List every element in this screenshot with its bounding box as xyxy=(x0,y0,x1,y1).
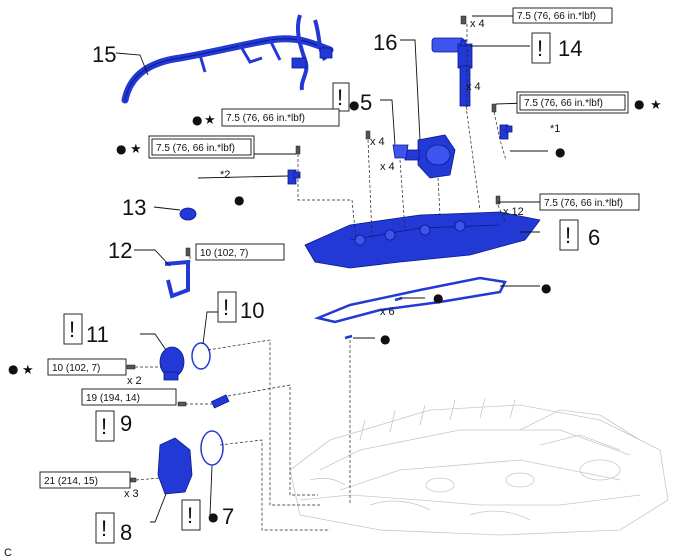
part-number-15: 15 xyxy=(92,42,116,67)
svg-text:10 (102, 7): 10 (102, 7) xyxy=(200,248,248,259)
note-label-1: *1 xyxy=(550,123,560,135)
svg-text:10 (102, 7): 10 (102, 7) xyxy=(52,363,100,374)
cover-gasket-part xyxy=(313,276,507,340)
part-number-16: 16 xyxy=(373,30,397,55)
svg-text:7.5 (76, 66 in.*lbf): 7.5 (76, 66 in.*lbf) xyxy=(156,143,235,154)
caution-box-8: ! xyxy=(95,512,115,544)
leader-lines xyxy=(115,15,559,523)
part-number-10: 10 xyxy=(240,298,264,323)
caution-box-5: ! xyxy=(332,82,350,112)
star-marker: ★ xyxy=(650,98,662,113)
svg-text:7.5 (76, 66 in.*lbf): 7.5 (76, 66 in.*lbf) xyxy=(517,11,596,22)
figure-code: C xyxy=(4,547,12,559)
part-number-13: 13 xyxy=(122,195,146,220)
sensor-1-part xyxy=(491,103,513,140)
star-marker: ★ xyxy=(130,142,142,157)
part-number-11: 11 xyxy=(86,322,109,347)
o-ring-7-part xyxy=(200,430,224,466)
caution-box-14: ! xyxy=(531,32,551,64)
dot-marker: ● xyxy=(8,362,18,376)
part-number-12: 12 xyxy=(108,238,132,263)
svg-text:!: ! xyxy=(101,414,107,439)
qty-bracket5-bolt: x 4 xyxy=(370,136,385,148)
svg-text:7.5 (76, 66 in.*lbf): 7.5 (76, 66 in.*lbf) xyxy=(544,198,623,209)
ignition-coil-part xyxy=(431,15,473,107)
caution-box-6: ! xyxy=(559,219,579,251)
dot-marker: ● xyxy=(234,193,244,207)
caution-box-9: ! xyxy=(95,410,115,442)
o-ring-10-part xyxy=(191,342,211,370)
svg-text:!: ! xyxy=(187,503,193,528)
caution-box-10: ! xyxy=(217,291,237,323)
torque-box-sensor9: 19 (194, 14) xyxy=(81,388,177,406)
torque-box-coil: 7.5 (76, 66 in.*lbf) xyxy=(512,7,613,24)
caution-box-7: ! xyxy=(181,499,201,531)
sensor-2-part xyxy=(287,145,301,185)
clamp-12-part xyxy=(164,247,191,299)
qty-coil: x 4 xyxy=(466,81,481,93)
svg-text:19 (194, 14): 19 (194, 14) xyxy=(86,393,140,404)
dot-marker: ● xyxy=(555,145,565,159)
svg-text:7.5 (76, 66 in.*lbf): 7.5 (76, 66 in.*lbf) xyxy=(226,113,305,124)
svg-text:!: ! xyxy=(565,223,571,248)
vvt-assembly-part xyxy=(404,134,456,179)
dot-marker: ● xyxy=(541,281,551,295)
part-number-7: 7 xyxy=(222,504,234,529)
assembly-guide-lines xyxy=(135,24,507,531)
bracket-5-part xyxy=(365,130,409,159)
dot-marker: ● xyxy=(116,142,126,156)
note-label-2: *2 xyxy=(220,169,230,181)
svg-text:!: ! xyxy=(337,85,343,110)
engine-block-illustration xyxy=(289,397,669,536)
pump-8-part xyxy=(127,437,193,495)
star-marker: ★ xyxy=(22,363,34,378)
dot-marker: ● xyxy=(349,98,359,112)
qty-cover-bolt: x 12 xyxy=(503,206,524,218)
qty-bracket5: x 4 xyxy=(380,161,395,173)
svg-text:7.5 (76, 66 in.*lbf): 7.5 (76, 66 in.*lbf) xyxy=(524,98,603,109)
torque-box-pump8: 21 (214, 15) xyxy=(39,471,131,489)
torque-box-sensor2: 7.5 (76, 66 in.*lbf) xyxy=(148,135,255,159)
wire-harness-part xyxy=(121,14,334,104)
svg-text:!: ! xyxy=(69,317,75,342)
dot-marker: ● xyxy=(192,113,202,127)
dot-marker: ● xyxy=(634,97,644,111)
torque-box-sensor1: 7.5 (76, 66 in.*lbf) xyxy=(516,91,629,114)
part-number-14: 14 xyxy=(558,36,582,61)
svg-text:!: ! xyxy=(537,36,543,61)
star-marker: ★ xyxy=(204,113,216,128)
svg-text:!: ! xyxy=(223,295,229,320)
part-number-8: 8 xyxy=(120,520,132,545)
dot-marker: ● xyxy=(433,291,443,305)
svg-text:!: ! xyxy=(101,516,107,541)
torque-box-bracket5: 7.5 (76, 66 in.*lbf) xyxy=(221,108,340,127)
dot-marker: ● xyxy=(380,332,390,346)
qty-coil-bolt: x 4 xyxy=(470,18,485,30)
torque-box-housing11: 10 (102, 7) xyxy=(47,358,127,376)
part-number-5: 5 xyxy=(360,90,372,115)
housing-11-part xyxy=(126,346,185,381)
sensor-9-part xyxy=(177,394,230,409)
cylinder-head-cover-part xyxy=(304,195,541,269)
svg-text:21 (214, 15): 21 (214, 15) xyxy=(44,476,98,487)
torque-box-clamp12: 10 (102, 7) xyxy=(195,243,285,261)
torque-box-cover: 7.5 (76, 66 in.*lbf) xyxy=(539,193,640,211)
dot-marker: ● xyxy=(208,510,218,524)
qty-housing11-bolt: x 2 xyxy=(127,375,142,387)
part-number-6: 6 xyxy=(588,225,600,250)
part-number-9: 9 xyxy=(120,411,132,436)
nut-13-part xyxy=(179,207,197,221)
caution-box-11: ! xyxy=(63,313,83,345)
qty-pump8-bolt: x 3 xyxy=(124,488,139,500)
qty-gasket: x 6 xyxy=(380,306,395,318)
